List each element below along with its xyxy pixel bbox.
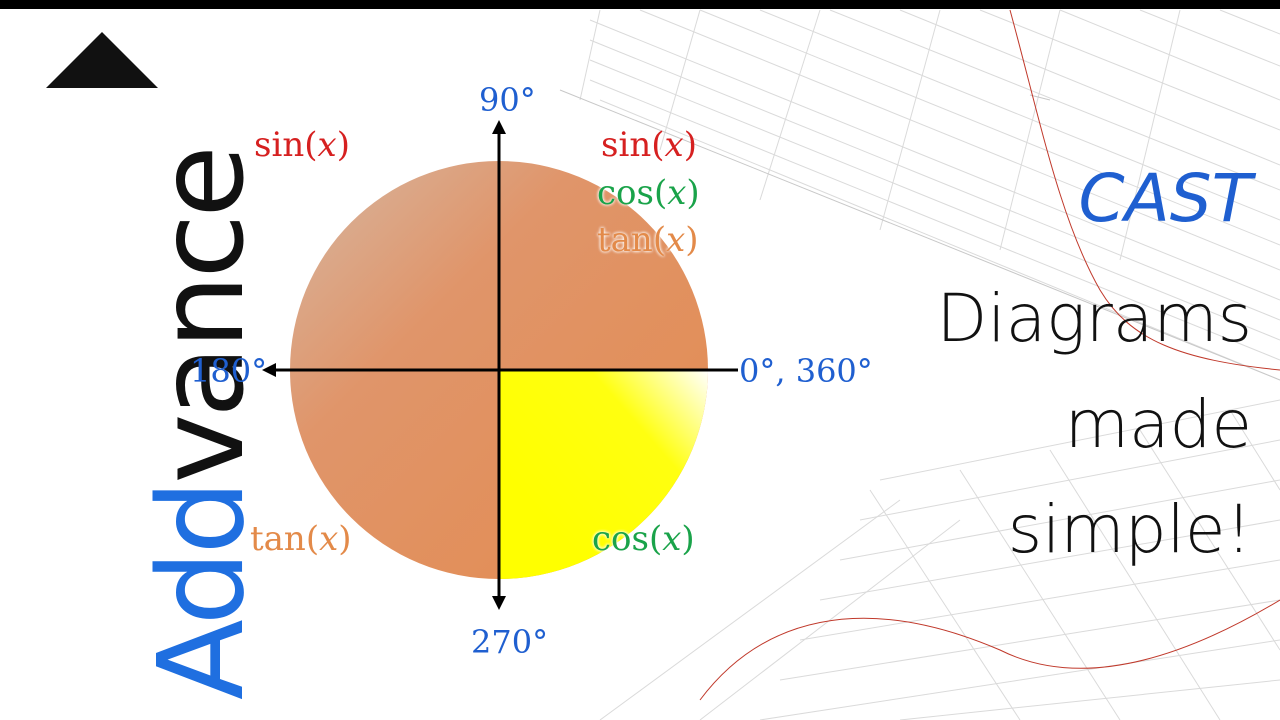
title-block: CAST Diagrams made simple! [937, 166, 1252, 583]
title-line-1: Diagrams [936, 280, 1252, 357]
angle-270-label: 270° [471, 623, 549, 661]
title-line-3: simple! [1007, 491, 1252, 569]
top-bar [0, 0, 1280, 9]
q1-sin-fn: sin [601, 125, 652, 165]
angle-180-label: 180° [190, 352, 268, 390]
fourth-quadrant-highlight [499, 370, 708, 579]
title-line-2: made [1064, 385, 1252, 463]
q3-tan-label: tan(x) [250, 519, 352, 559]
y-axis-bottom-arrow-icon [492, 596, 506, 610]
x-axis-left-arrow-icon [262, 363, 276, 377]
q3-tan-fn: tan [250, 519, 306, 559]
angle-0-360-label: 0°, 360° [739, 352, 873, 390]
title-cast: CAST [1078, 160, 1252, 237]
q4-cos-fn: cos [592, 519, 649, 559]
q1-sin-label: sin(x) [601, 125, 697, 165]
angle-90-label: 90° [479, 81, 536, 119]
q1-tan-label: tan(x) [597, 220, 699, 260]
q1-tan-fn: tan [597, 220, 653, 260]
addvance-logo: Addvance [0, 0, 270, 720]
q1-cos-label: cos(x) [597, 173, 700, 213]
q2-sin-fn: sin [254, 125, 305, 165]
y-axis-top-arrow-icon [492, 120, 506, 134]
q4-cos-label: cos(x) [592, 519, 695, 559]
q2-sin-label: sin(x) [254, 125, 350, 165]
q1-cos-fn: cos [597, 173, 654, 213]
logo-arrow-icon [46, 32, 158, 88]
